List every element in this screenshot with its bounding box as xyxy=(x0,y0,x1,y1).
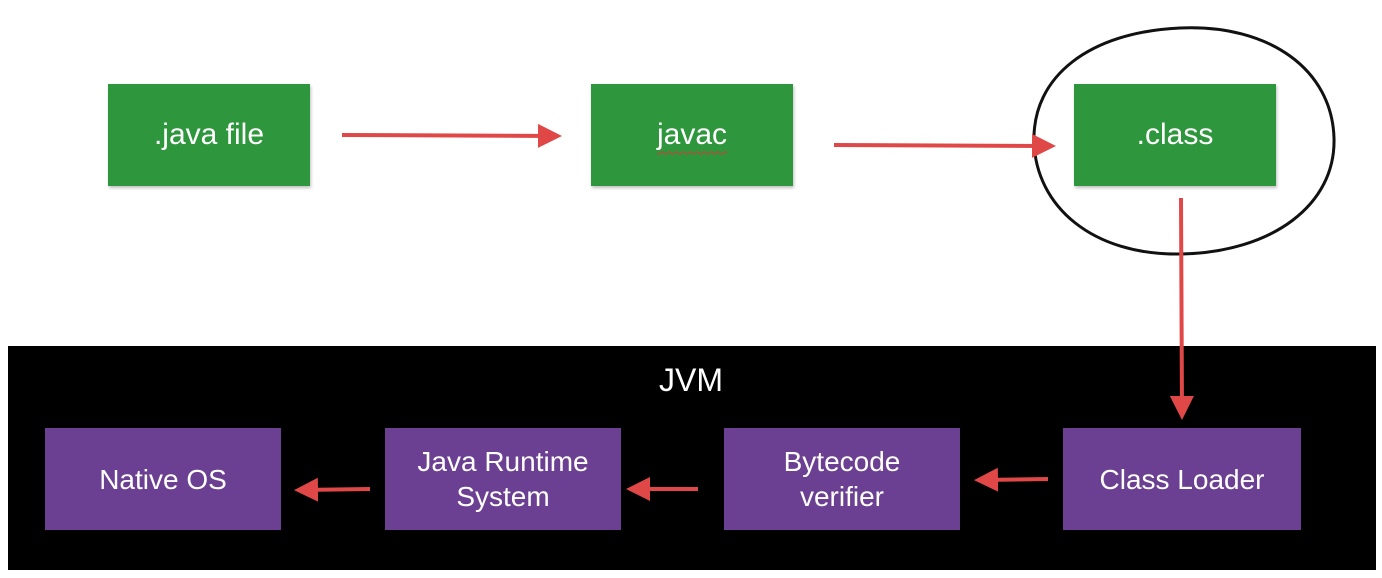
jvm-label: JVM xyxy=(659,362,723,398)
javac-label: javac xyxy=(656,118,728,152)
class-file-node: .class xyxy=(1074,84,1276,186)
java-runtime-system-node: Java Runtime System xyxy=(385,428,621,530)
native-os-node: Native OS xyxy=(45,428,281,530)
native-os-label: Native OS xyxy=(99,463,227,495)
java-runtime-system-label: Java Runtime System xyxy=(417,446,589,512)
class-loader-label: Class Loader xyxy=(1099,463,1265,495)
arrow-javac-to-class xyxy=(833,133,1056,158)
java-file-node: .java file xyxy=(108,84,310,186)
arrow-java-to-javac xyxy=(341,123,562,148)
javac-node: javac xyxy=(591,84,793,186)
class-loader-node: Class Loader xyxy=(1063,428,1301,530)
java-file-label: .java file xyxy=(153,118,265,152)
bytecode-verifier-label: Bytecode verifier xyxy=(783,446,901,512)
bytecode-verifier-node: Bytecode verifier xyxy=(724,428,960,530)
class-file-label: .class xyxy=(1136,118,1214,152)
